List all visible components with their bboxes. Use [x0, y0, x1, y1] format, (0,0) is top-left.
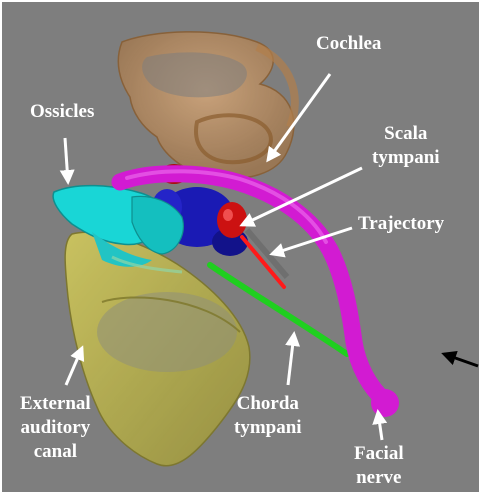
label-facial-line-1: Facial	[354, 442, 404, 466]
label-eac-line-1: External	[20, 392, 91, 416]
external-auditory-canal-arrow	[66, 348, 82, 385]
label-ossicles-line: Ossicles	[30, 100, 94, 124]
trajectory-shadow	[247, 230, 287, 277]
label-trajectory: Trajectory	[358, 212, 444, 236]
label-facial-line-2: nerve	[354, 466, 404, 490]
label-cochlea-line: Cochlea	[316, 32, 381, 56]
ossicles-arrow	[65, 138, 68, 182]
label-scala-tympani-line-2: tympani	[372, 146, 440, 170]
label-cochlea: Cochlea	[316, 32, 381, 56]
cochlea-shape	[118, 32, 295, 179]
label-chorda-line-1: Chorda	[234, 392, 302, 416]
label-eac-line-3: canal	[20, 440, 91, 464]
label-scala-tympani: Scala tympani	[372, 122, 440, 170]
facial-nerve-end	[371, 389, 399, 417]
label-chorda-line-2: tympani	[234, 416, 302, 440]
label-chorda-tympani: Chorda tympani	[234, 392, 302, 440]
external-auditory-canal-shape	[65, 232, 250, 466]
label-ossicles: Ossicles	[30, 100, 94, 124]
chorda-tympani-arrow	[288, 334, 294, 385]
label-scala-tympani-line-1: Scala	[372, 122, 440, 146]
label-trajectory-line: Trajectory	[358, 212, 444, 236]
label-facial-nerve: Facial nerve	[354, 442, 404, 490]
label-eac-line-2: auditory	[20, 416, 91, 440]
label-external-auditory-canal: External auditory canal	[20, 392, 91, 464]
edge-arrow	[444, 354, 478, 366]
